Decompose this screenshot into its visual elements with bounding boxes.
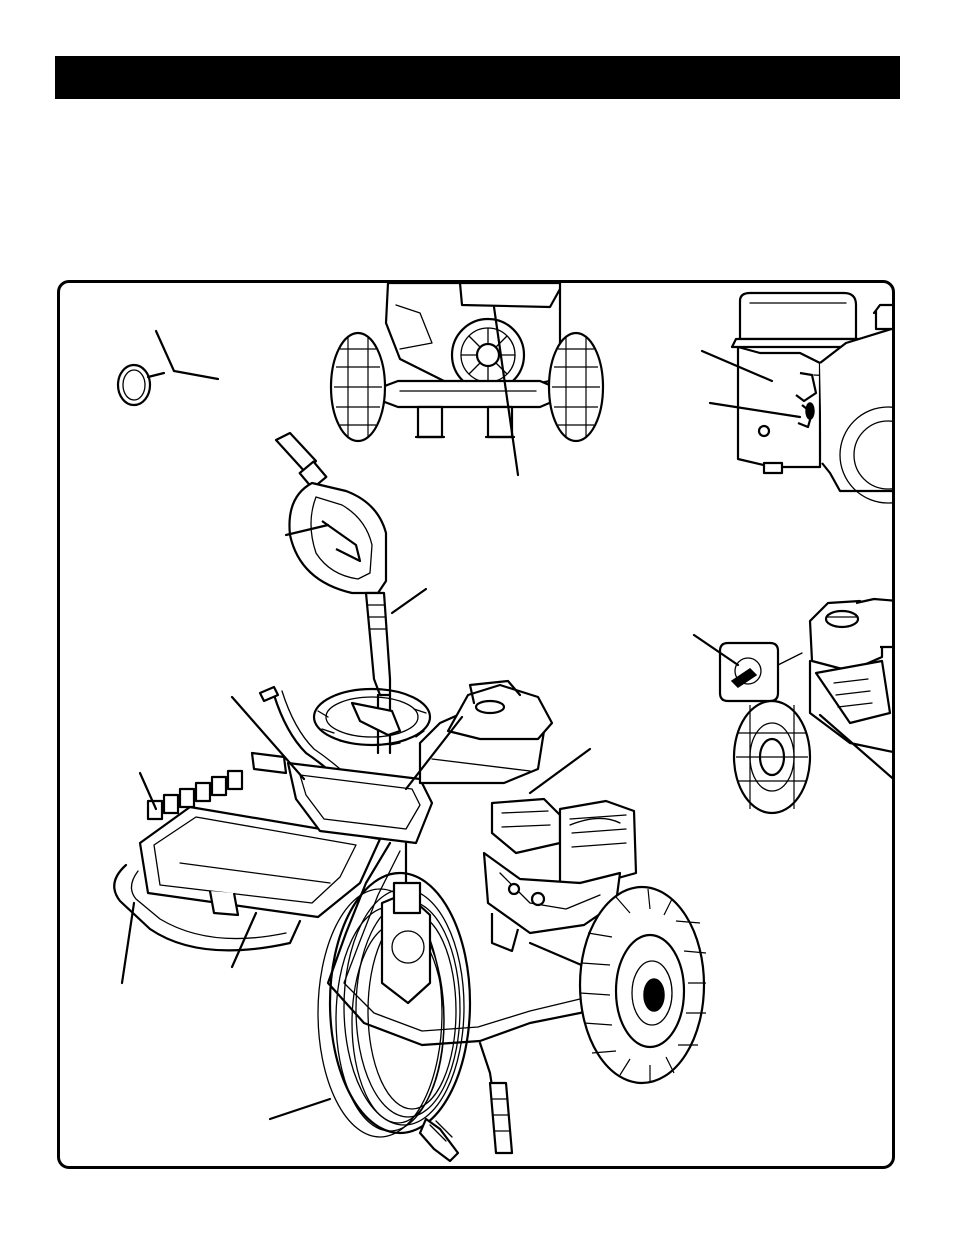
fuel-valve-inset-icon xyxy=(692,633,803,703)
main-unit-illustration xyxy=(113,679,707,1163)
key-ring-icon xyxy=(116,329,220,407)
figure-frame xyxy=(57,280,895,1169)
pressure-washer-icon xyxy=(732,597,892,815)
engine-side-closeup-icon xyxy=(700,291,892,504)
header-bar xyxy=(55,56,900,99)
engine-rear-view-icon xyxy=(329,283,605,477)
spray-gun-icon xyxy=(274,431,428,755)
product-illustration xyxy=(113,283,892,1163)
